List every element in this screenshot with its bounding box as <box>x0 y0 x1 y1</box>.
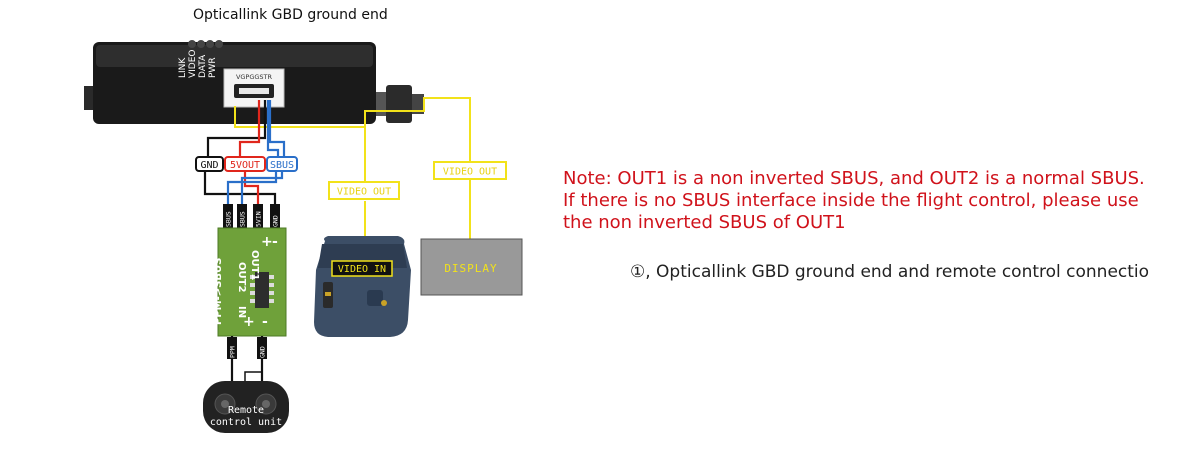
wiring-diagram: LINK VIDEO DATA PWR VGPGGSTR GND 5VOUT S… <box>84 40 523 433</box>
svg-text:VIDEO OUT: VIDEO OUT <box>443 167 497 178</box>
label-plus: + <box>261 234 273 250</box>
pin-label: PPM <box>229 346 237 358</box>
led-label-pwr: PWR <box>208 57 218 78</box>
label-minus-bottom: - <box>262 314 268 330</box>
label-plus-bottom: + <box>243 314 255 330</box>
converter-bottom-pins: PPM GND <box>227 336 267 385</box>
pin-label: SBUS <box>239 211 247 227</box>
pin-label: GND <box>259 346 267 358</box>
label-minus: - <box>272 234 278 250</box>
pin-label: 5VIN <box>255 211 263 227</box>
led-label-data: DATA <box>198 54 208 78</box>
remote-line1: Remote <box>228 405 264 416</box>
video-out-label-left: VIDEO OUT <box>328 181 400 200</box>
ground-end-device: LINK VIDEO DATA PWR VGPGGSTR <box>84 40 376 124</box>
tag-5vout: 5VOUT <box>230 160 260 171</box>
converter-wires <box>203 171 284 204</box>
remote-control-unit: Remote control unit <box>203 381 289 433</box>
led-label-video: VIDEO <box>188 49 198 78</box>
note-line-1: Note: OUT1 is a non inverted SBUS, and O… <box>563 168 1145 189</box>
ppm-sbus-converter: OUT2 OUT1 + - PPM->SBUS IN + - <box>213 227 287 337</box>
video-in-label: VIDEO IN <box>338 264 386 275</box>
tag-sbus: SBUS <box>270 160 294 171</box>
note-line-3: the non inverted SBUS of OUT1 <box>563 212 846 233</box>
converter-top-pins: SBUS SBUS 5VIN GND <box>223 204 280 228</box>
note-line-2: If there is no SBUS interface inside the… <box>563 190 1139 211</box>
diagram-title: Opticallink GBD ground end <box>193 7 388 23</box>
caption: ①, Opticallink GBD ground end and remote… <box>630 262 1150 282</box>
svg-text:VIDEO OUT: VIDEO OUT <box>337 187 391 198</box>
wire-tags: GND 5VOUT SBUS <box>195 156 298 172</box>
display: DISPLAY <box>420 238 523 296</box>
usb-wires <box>206 100 286 158</box>
pin-label: GND <box>272 215 280 227</box>
label-out2: OUT2 <box>236 262 247 292</box>
fpv-goggles: VIDEO IN <box>314 236 411 337</box>
label-in: IN <box>236 306 247 318</box>
bnc-connector <box>376 85 424 123</box>
usb-label: VGPGGSTR <box>236 73 273 81</box>
remote-line2: control unit <box>210 417 282 428</box>
note-text: Note: OUT1 is a non inverted SBUS, and O… <box>563 168 1193 234</box>
label-out1: OUT1 <box>249 250 260 280</box>
pin-label: SBUS <box>225 211 233 227</box>
led-label-link: LINK <box>178 57 188 78</box>
display-label: DISPLAY <box>444 262 497 275</box>
video-out-label-right: VIDEO OUT <box>433 161 507 180</box>
converter-name: PPM->SBUS <box>213 258 224 325</box>
tag-gnd: GND <box>200 160 218 171</box>
